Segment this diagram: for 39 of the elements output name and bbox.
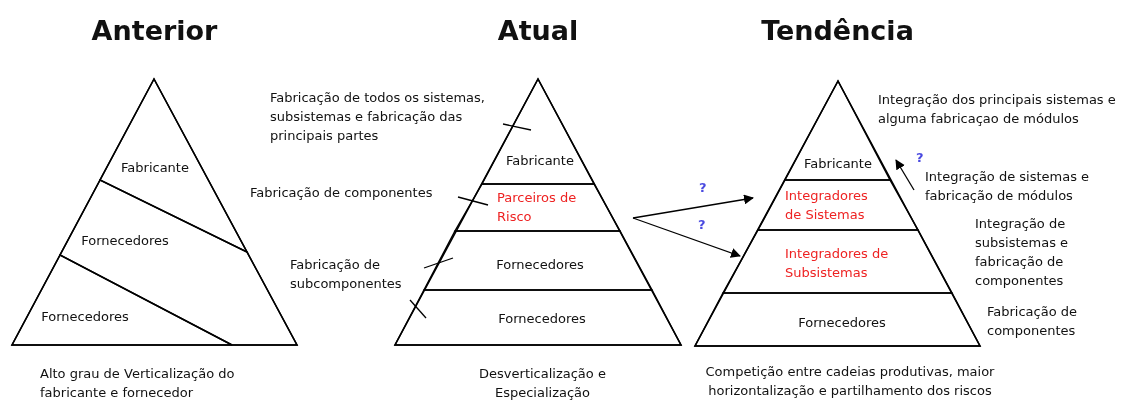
leader-line	[457, 196, 489, 206]
pyramid-layer	[424, 231, 652, 290]
pyramid-layer	[758, 180, 918, 230]
pyramid-title: Atual	[496, 14, 580, 48]
annotation-text: Fabricação de subcomponentes	[290, 255, 415, 293]
layer-label: Fabricante	[121, 158, 189, 177]
layer-label: Parceiros de Risco	[497, 189, 578, 226]
layer-label: Fornecedores	[81, 231, 169, 250]
pyramid-title: Tendência	[760, 14, 915, 48]
layer-label: Integradores de Subsistemas	[785, 245, 890, 282]
arrow	[895, 159, 915, 191]
pyramid-description: Desverticalização e Especialização	[478, 365, 607, 402]
leader-line	[502, 123, 532, 131]
arrow	[632, 217, 741, 258]
pyramid-layer	[482, 79, 594, 184]
arrow	[632, 194, 754, 219]
leader-line	[423, 257, 454, 269]
pyramid-layer	[455, 184, 620, 231]
pyramid-layer	[695, 293, 980, 346]
pyramid-layer	[723, 230, 952, 293]
pyramid-description: Competição entre cadeias produtivas, maior horizontalização e partilhamento dos riscos	[704, 363, 996, 400]
pyramid-description: Alto grau de Verticalização do fabricante e fornecedor	[40, 365, 236, 402]
leader-line	[409, 299, 427, 319]
layer-label: Fornecedores	[41, 307, 129, 326]
annotation-text: Fabricação de componentes	[250, 183, 460, 202]
pyramid-title: Anterior	[90, 14, 219, 48]
annotation-text: Integração de sistemas e fabricação de módulos	[925, 167, 1100, 205]
annotation-text: Fabricação de todos os sistemas, subsistemas e fabricação das principais partes	[270, 88, 525, 145]
pyramid-layer	[395, 290, 681, 345]
layer-label: Fabricante	[506, 151, 574, 170]
pyramid-layer	[12, 255, 232, 345]
layer-label: Fornecedores	[498, 309, 586, 328]
layer-label: Fornecedores	[798, 313, 886, 332]
annotation-text: Fabricação de componentes	[987, 303, 1079, 340]
annotation-text: Integração dos principais sistemas e alguma fabricaçao de módulos	[878, 91, 1117, 128]
layer-label: Integradores de Sistemas	[785, 187, 869, 224]
annotation-text: Integração de subsistemas e fabricação de componentes	[975, 215, 1070, 290]
layer-label: Fornecedores	[496, 255, 584, 274]
layer-label: Fabricante	[804, 154, 872, 173]
